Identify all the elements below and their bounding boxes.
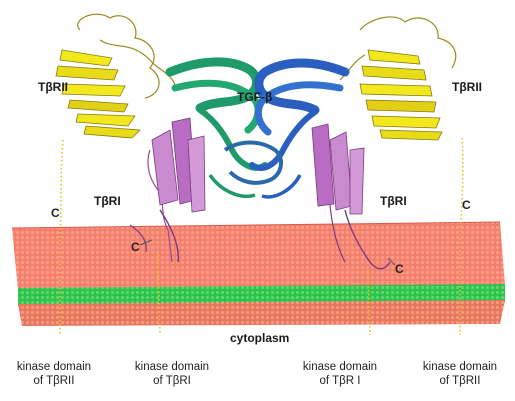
kinase-label-line2: of TβRII (410, 374, 510, 388)
tbri-left-label: TβRI (94, 194, 121, 208)
kinase-label-tbrii-right: kinase domain of TβRII (410, 360, 510, 388)
kinase-label-line2: of TβR I (290, 374, 390, 388)
c-terminal-left-outer: C (51, 206, 60, 220)
membrane-bilayer (12, 222, 505, 326)
kinase-label-tbri-right: kinase domain of TβR I (290, 360, 390, 388)
tbri-right-label: TβRI (380, 194, 407, 208)
c-terminal-right-outer: C (462, 198, 471, 212)
tbrii-right-label: TβRII (452, 80, 482, 94)
kinase-label-line1: kinase domain (410, 360, 510, 374)
tbrii-left-label: TβRII (38, 80, 68, 94)
tbrii-left-structure (56, 14, 175, 138)
kinase-label-line1: kinase domain (122, 360, 222, 374)
tbrii-right-structure (340, 17, 456, 140)
c-terminal-right-inner: C (395, 262, 404, 276)
cytoplasm-label: cytoplasm (230, 331, 289, 345)
c-terminal-left-inner: C (131, 240, 140, 254)
kinase-label-line1: kinase domain (4, 360, 104, 374)
tgf-beta-label: TGF-β (237, 90, 272, 104)
kinase-label-line2: of TβRII (4, 374, 104, 388)
kinase-label-tbri-left: kinase domain of TβRI (122, 360, 222, 388)
kinase-label-tbrii-left: kinase domain of TβRII (4, 360, 104, 388)
kinase-label-line1: kinase domain (290, 360, 390, 374)
kinase-label-line2: of TβRI (122, 374, 222, 388)
